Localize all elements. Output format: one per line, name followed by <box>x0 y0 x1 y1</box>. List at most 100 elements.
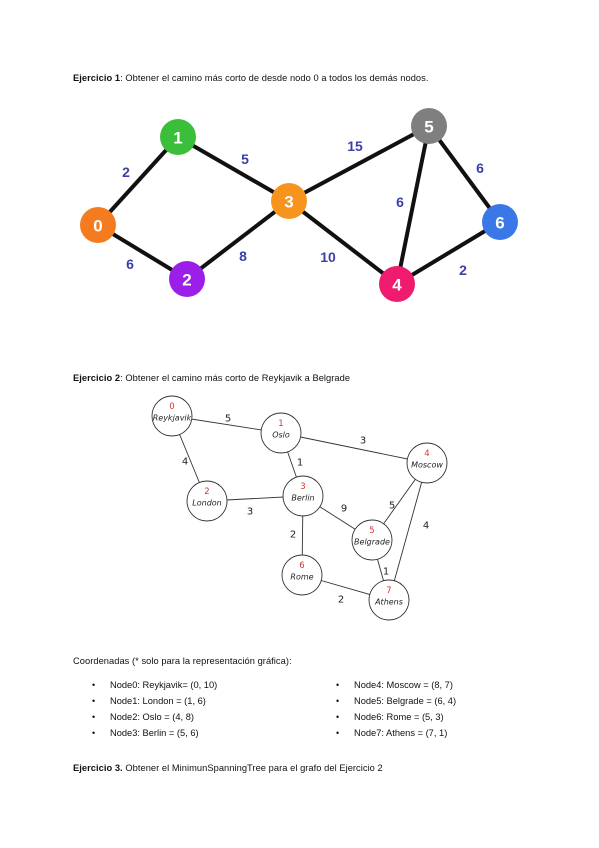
node-circle <box>406 442 448 484</box>
edge-5-6 <box>427 124 502 224</box>
exercise-2-label: Ejercicio 2 <box>73 373 121 383</box>
node-index: 7 <box>386 586 391 596</box>
bullet-icon: • <box>92 712 96 722</box>
node-index: 2 <box>204 487 209 497</box>
node-0: 0 <box>80 207 116 243</box>
node-circle <box>281 554 323 596</box>
node-name: Belgrade <box>354 538 390 547</box>
node-circle <box>482 204 518 240</box>
edge-weight-0-1: 5 <box>225 414 231 425</box>
edge-weight-3-4: 10 <box>320 249 336 265</box>
edge-weight-2-3: 3 <box>247 507 253 518</box>
node-name: Reykjavik <box>153 414 192 423</box>
list-item: •Node0: Reykjavik= (0, 10) <box>92 677 217 693</box>
edge-weight-0-2: 6 <box>126 256 134 272</box>
edge-weight-4-6: 2 <box>459 262 467 278</box>
edge-weight-4-5: 5 <box>389 501 395 512</box>
node-1: 1 <box>160 119 196 155</box>
exercise-3-text: Obtener el MinimunSpanningTree para el g… <box>122 763 383 773</box>
list-item: •Node4: Moscow = (8, 7) <box>336 677 456 693</box>
edge-weight-3-6: 2 <box>290 530 296 541</box>
bullet-icon: • <box>336 712 340 722</box>
bullet-icon: • <box>92 728 96 738</box>
node-circle <box>169 261 205 297</box>
node-label: 0 <box>93 217 102 236</box>
bullet-icon: • <box>336 728 340 738</box>
node-label: 6 <box>495 214 504 233</box>
list-item: •Node5: Belgrade = (6, 4) <box>336 693 456 709</box>
list-item: •Node1: London = (1, 6) <box>92 693 217 709</box>
node-label: 1 <box>173 129 182 148</box>
node-label: 5 <box>424 118 433 137</box>
node-2: 2 <box>169 261 205 297</box>
list-item: •Node6: Rome = (5, 3) <box>336 709 456 725</box>
bullet-icon: • <box>336 680 340 690</box>
node-circle <box>271 183 307 219</box>
node-label: 3 <box>284 193 293 212</box>
edge-weight-5-6: 6 <box>476 160 484 176</box>
node-name: Oslo <box>272 431 290 440</box>
bullet-icon: • <box>336 696 340 706</box>
coordinates-list-right: •Node4: Moscow = (8, 7) •Node5: Belgrade… <box>336 677 456 741</box>
node-circle <box>260 412 302 454</box>
node-index: 1 <box>278 419 283 429</box>
node-3: 3 <box>271 183 307 219</box>
node-circle <box>282 475 324 517</box>
exercise-2-statement: Ejercicio 2: Obtener el camino más corto… <box>73 373 350 383</box>
exercise-2-text: : Obtener el camino más corto de Reykjav… <box>120 373 351 383</box>
node-5: 5 <box>411 108 447 144</box>
edge-weight-1-4: 3 <box>360 436 366 447</box>
edge-weight-5-4: 6 <box>396 194 404 210</box>
edge-weight-4-7: 4 <box>423 521 429 532</box>
edge-1-4 <box>280 432 428 464</box>
bullet-icon: • <box>92 680 96 690</box>
edge-weight-0-1: 2 <box>122 164 130 180</box>
exercise-1-text: : Obtener el camino más corto de desde n… <box>120 73 429 83</box>
list-item: •Node2: Oslo = (4, 8) <box>92 709 217 725</box>
node-circle <box>368 579 410 621</box>
exercise-1-label: Ejercicio 1 <box>73 73 121 83</box>
node-name: Berlin <box>291 494 314 503</box>
node-circle <box>411 108 447 144</box>
node-circle <box>160 119 196 155</box>
bullet-icon: • <box>92 696 96 706</box>
coordinates-list-left: •Node0: Reykjavik= (0, 10) •Node1: Londo… <box>92 677 217 741</box>
edge-1-3 <box>176 135 291 203</box>
node-name: Rome <box>290 573 313 582</box>
edge-3-5 <box>287 124 431 203</box>
node-index: 3 <box>300 482 305 492</box>
node-label: 2 <box>182 271 191 290</box>
edge-4-7 <box>388 462 428 601</box>
node-index: 6 <box>299 561 304 571</box>
exercise-3-label: Ejercicio 3. <box>73 763 123 773</box>
node-4: 4 <box>379 266 415 302</box>
node-6: 6 <box>482 204 518 240</box>
node-index: 5 <box>369 526 374 536</box>
exercise-1-statement: Ejercicio 1: Obtener el camino más corto… <box>73 73 428 83</box>
edge-weight-0-2: 4 <box>182 457 188 468</box>
edge-weight-3-5: 9 <box>341 504 347 515</box>
node-index: 0 <box>169 402 174 412</box>
node-name: Moscow <box>411 461 443 470</box>
edge-weight-1-3: 1 <box>297 458 303 469</box>
node-circle <box>379 266 415 302</box>
node-circle <box>186 480 228 522</box>
node-circle <box>80 207 116 243</box>
list-item: •Node3: Berlin = (5, 6) <box>92 725 217 741</box>
edge-weight-1-3: 5 <box>241 151 249 167</box>
edge-0-1 <box>96 135 180 227</box>
edge-weight-6-7: 2 <box>338 595 344 606</box>
list-item: •Node7: Athens = (7, 1) <box>336 725 456 741</box>
edge-weight-2-3: 8 <box>239 248 247 264</box>
node-circle <box>151 395 193 437</box>
node-index: 4 <box>424 449 429 459</box>
edge-5-4 <box>395 124 431 286</box>
